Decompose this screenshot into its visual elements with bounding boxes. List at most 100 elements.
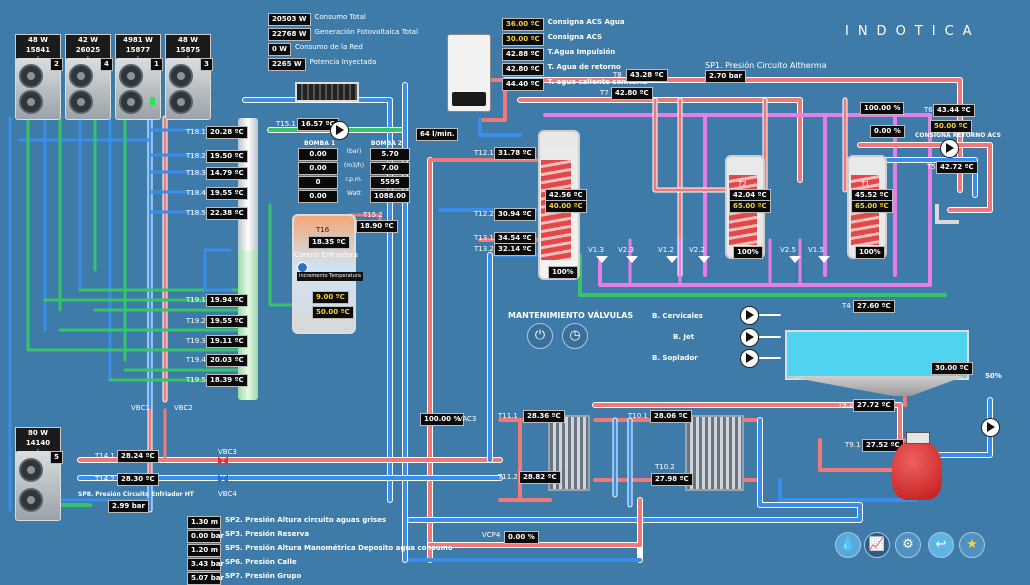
tag-vac3: VAC3 [458,415,477,423]
bomba1-value: 0 [298,176,338,189]
water-drop-button[interactable]: 💧 [835,532,861,558]
sp1-label: SP1. Presión Circuito Altherma [705,61,827,70]
temp-t152: 18.90 ºC [356,220,398,233]
temp-t111: 28.36 ºC [523,410,565,423]
hp5-number: 5 [50,451,63,464]
temp-t181: 20.28 ºC [206,126,248,139]
sand-filter[interactable] [892,440,942,500]
maintenance-title: MANTENIMIENTO VÁLVULAS [508,311,634,320]
tag-t151: T15.1 [276,120,296,128]
tag-vbc3: VBC3 [218,448,237,456]
temp-t112: 28.82 ºC [519,471,561,484]
acs-label: T. Agua de retorno [547,63,621,71]
fan-icon [69,90,93,114]
heat-exchanger-2[interactable] [685,415,744,491]
tag-t195: T19.5 [186,376,206,384]
tag-v25: V2.5 [780,246,796,254]
tag-t141: T14.1 [95,452,115,460]
network-button[interactable]: ⚙ [895,532,921,558]
hp1-power: 4981 W [123,36,153,44]
tag-t181: T18.1 [186,128,206,136]
tag-t6: T6 [924,106,933,114]
temp-t182: 19.50 ºC [206,150,248,163]
tag-t92: T9.2 [838,401,854,409]
valve-icon[interactable] [818,256,830,263]
tag-v13: V1.3 [588,246,604,254]
temp-tank-c2: 65.00 ºC [851,200,893,213]
summary-value: 22768 W [268,28,311,41]
heat-pump-4[interactable] [65,58,111,120]
temp-tank-a2: 40.00 ºC [545,200,587,213]
acs-value: 36.00 ºC [502,18,544,31]
chiller-subtitle: Incremento Temperatura [297,272,363,281]
temp-t184: 19.55 ºC [206,187,248,200]
back-button[interactable]: ↩ [928,532,954,558]
tag-vbc4: VBC4 [218,490,237,498]
consigna-retorno-label: CONSIGNA RETORNO ACS [915,132,1001,139]
temp-t92: 27.72 ºC [853,399,895,412]
temp-t141: 28.24 ºC [117,450,159,463]
tag-t132: T13.2 [474,245,494,253]
chart-button[interactable]: 📈 [864,532,890,558]
tag-v22: V2.2 [689,246,705,254]
pool-level: 50% [985,372,1002,380]
tag-vbc1: VBC1 [131,404,150,412]
valve-icon[interactable] [626,256,638,263]
sp1-value: 2.70 bar [705,70,746,83]
acs-label: T.Agua Impulsión [547,48,616,56]
pump-soplador[interactable] [740,349,759,368]
tag-t194: T19.4 [186,356,206,364]
acs-value: 42.80 ºC [502,63,544,76]
bomba-unit: r.p.m. [345,176,363,183]
hp3-power: 48 W [178,36,198,44]
pump-label-soplador: B. Soplador [652,354,698,362]
pump-cervicales[interactable] [740,306,759,325]
pump-jet[interactable] [740,328,759,347]
brand-logo: INDOTICA [845,24,981,39]
temp-tank-b2: 65.00 ºC [729,200,771,213]
tag-v23: V2.3 [618,246,634,254]
tag-t152: T15.2 [363,211,383,219]
chiller-tag: T16 [316,226,330,234]
heat-pump-2[interactable] [15,58,61,120]
temp-t194: 20.03 ºC [206,354,248,367]
tag-t183: T18.3 [186,169,206,177]
tag-t131: T13.1 [474,234,494,242]
valve-vbc4-icon[interactable] [218,474,228,484]
valve-icon[interactable] [666,256,678,263]
valve-icon[interactable] [789,256,801,263]
running-led-icon [150,97,155,105]
hp3-number: 3 [200,58,213,71]
fan-icon [69,64,93,88]
fan-icon [169,64,193,88]
tag-t142: T14.2 [95,475,115,483]
temp-t4: 27.60 ºC [853,300,895,313]
bomba-unit: (m3/h) [343,162,365,169]
pressure-value: 0.00 bar [187,530,224,543]
bomba1-value: 0.00 [298,190,338,203]
boiler-unit[interactable] [447,34,491,112]
pump-pool-circulation[interactable] [981,418,1000,437]
valve-3way-pct-2: 0.00 % [870,125,905,138]
bomba2-value: 5595 [370,176,410,189]
tag-t101: T10.1 [628,412,648,420]
temp-t183: 14.79 ºC [206,167,248,180]
pressure-label: SP6. Presión Calle [225,558,297,566]
temp-t132: 32.14 ºC [494,243,536,256]
maintenance-timer-button[interactable]: ◷ [562,323,588,349]
temp-t191: 19.94 ºC [206,294,248,307]
bomba1-header: BOMBA 1 [304,140,336,147]
bomba1-value: 0.00 [298,148,338,161]
maintenance-power-button[interactable]: ⏻ [527,323,553,349]
tag-t182: T18.2 [186,152,206,160]
tag-t192: T19.2 [186,317,206,325]
pressure-value: 3.43 bar [187,558,224,571]
pump-bomba[interactable] [330,121,349,140]
valve-icon[interactable] [698,256,710,263]
temp-t8: 43.28 ºC [626,69,668,82]
favorites-star-button[interactable]: ★ [959,532,985,558]
consigna-retorno-value: 50.00 ºC [930,120,972,133]
valve-icon[interactable] [596,256,608,263]
pump-retorno-acs[interactable] [940,139,959,158]
valve-vbc3-icon[interactable] [218,456,228,466]
